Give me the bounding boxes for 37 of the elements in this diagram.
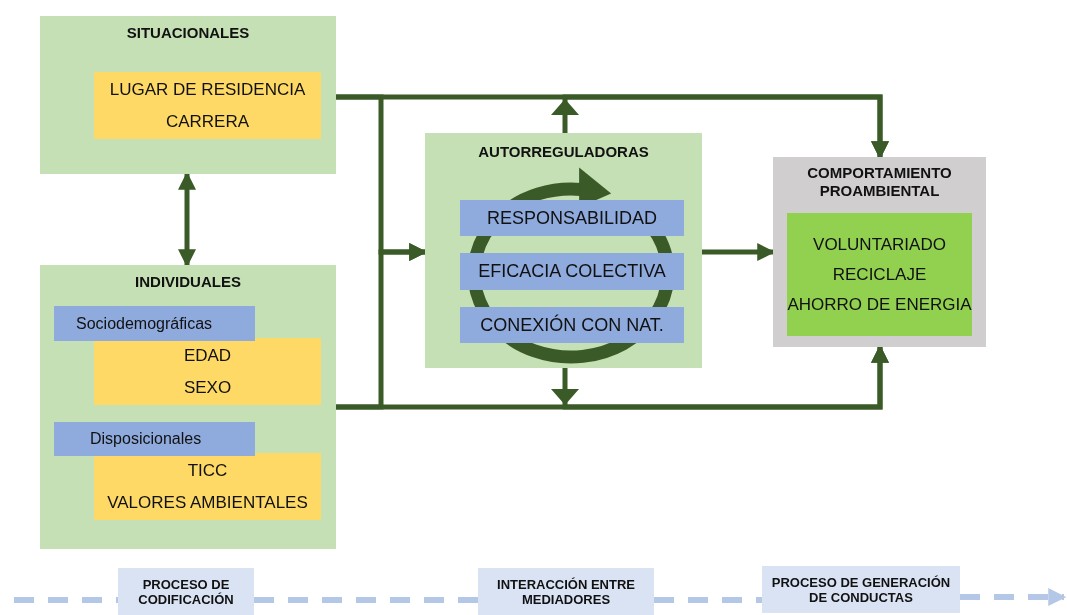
variable-label: RESPONSABILIDAD [486, 207, 658, 229]
variable-box [460, 253, 684, 290]
variable-box [94, 453, 321, 520]
category-panel [40, 16, 336, 174]
panel-heading: COMPORTAMIENTO PROAMBIENTAL [806, 164, 953, 200]
variable-label: VOLUNTARIADO [813, 234, 946, 255]
variable-label: PROCESO DE GENERACIÓN DE CONDUCTAS [770, 574, 952, 605]
variable-box [460, 200, 684, 236]
stage-box [478, 568, 654, 615]
variable-box [94, 338, 321, 405]
variable-label: VALORES AMBIENTALES [107, 492, 308, 513]
variable-box [94, 72, 321, 139]
stage-box [762, 566, 960, 613]
variable-label: LUGAR DE RESIDENCIA [109, 79, 306, 100]
behaviour-box [787, 213, 972, 336]
variable-label: CONEXIÓN CON NAT. [480, 314, 664, 336]
variable-label: Sociodemográficas [76, 314, 213, 333]
variable-box [460, 307, 684, 343]
subcategory-box [54, 422, 255, 456]
panel-heading: INDIVIDUALES [134, 273, 242, 291]
category-panel [425, 133, 702, 368]
variable-label: SEXO [183, 377, 232, 398]
variable-label: EFICACIA COLECTIVA [478, 261, 666, 282]
variable-label: AHORRO DE ENERGIA [787, 294, 972, 315]
stage-box [118, 568, 254, 615]
panel-heading: SITUACIONALES [125, 24, 251, 42]
subcategory-box [54, 306, 255, 341]
outcome-panel [773, 157, 986, 347]
variable-label: INTERACCIÓN ENTRE MEDIADORES [496, 576, 636, 607]
variable-label: CARRERA [165, 111, 250, 132]
variable-label: Disposicionales [90, 430, 202, 448]
variable-label: PROCESO DE CODIFICACIÓN [137, 576, 235, 607]
variable-label: EDAD [183, 345, 232, 366]
variable-label: RECICLAJE [832, 264, 927, 285]
category-panel [40, 265, 336, 549]
variable-label: TICC [187, 460, 228, 481]
panel-heading: AUTORREGULADORAS [477, 143, 650, 161]
